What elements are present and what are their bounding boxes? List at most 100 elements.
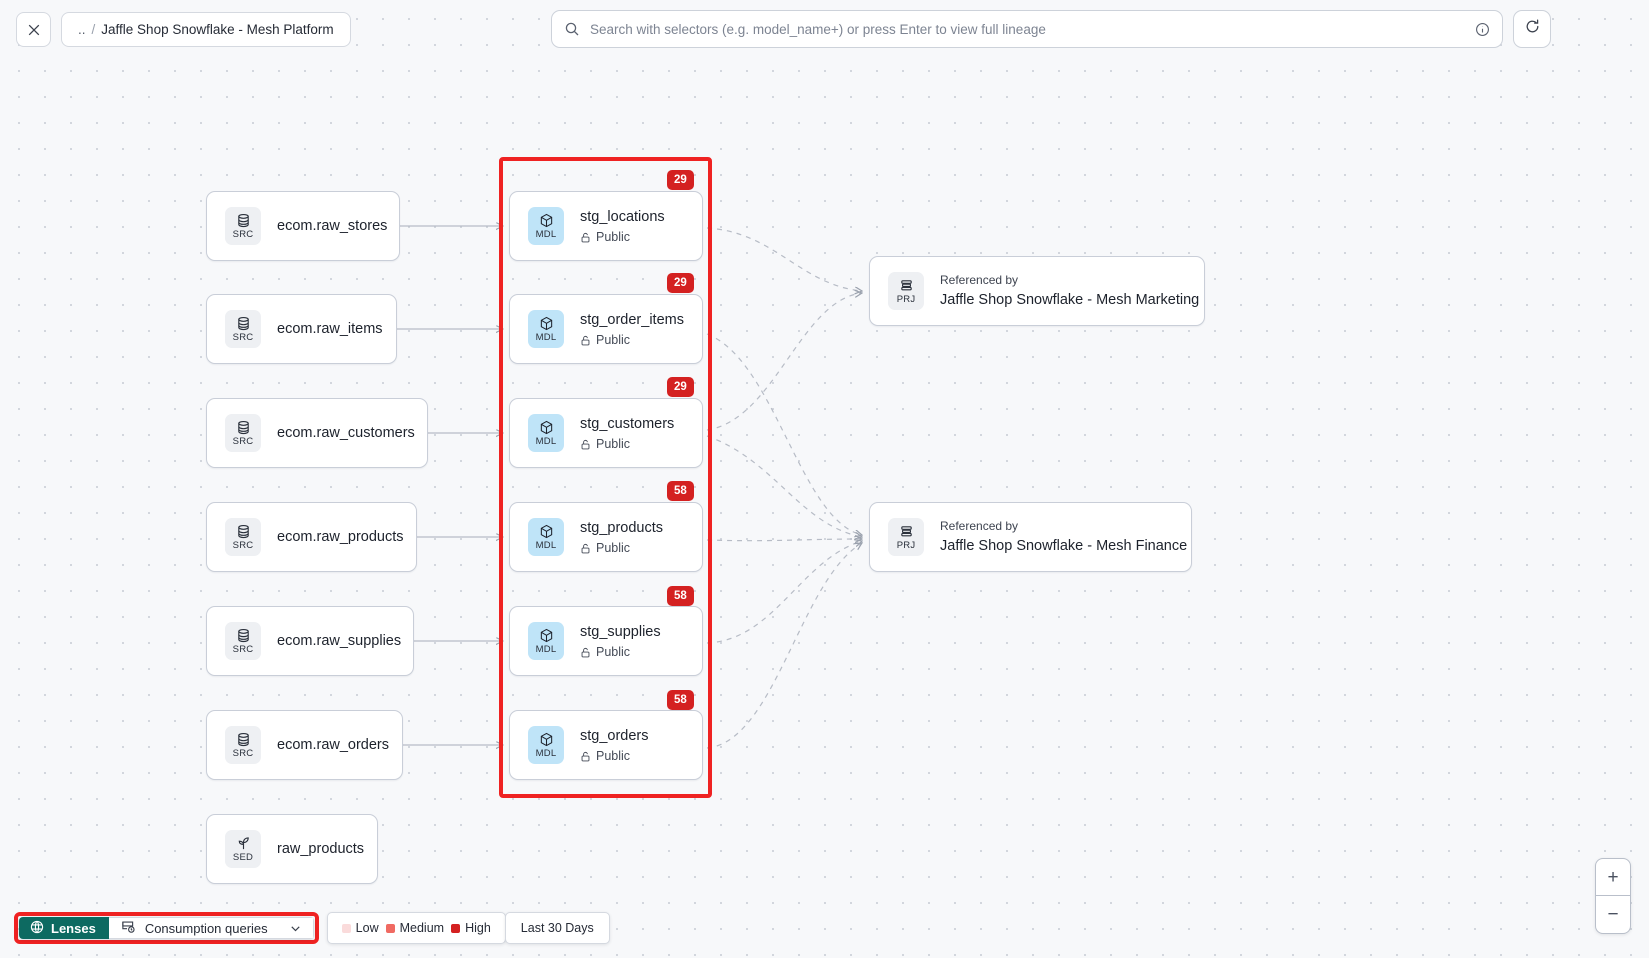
node-title: stg_customers — [580, 415, 675, 432]
zoom-controls: + − — [1595, 858, 1631, 934]
lens-icon — [30, 920, 44, 937]
node-model-stg-locations[interactable]: MDL stg_locations Public — [509, 191, 703, 261]
source-chip: SRC — [225, 518, 261, 556]
breadcrumb-up[interactable]: .. — [78, 22, 86, 37]
node-text: Referenced by Jaffle Shop Snowflake - Me… — [940, 519, 1187, 555]
search-bar[interactable] — [551, 10, 1503, 48]
node-title: ecom.raw_products — [277, 528, 404, 545]
node-source-raw-stores[interactable]: SRC ecom.raw_stores — [206, 191, 400, 261]
model-chip: MDL — [528, 207, 564, 245]
lenses-control-group: Lenses Consumption queries — [19, 917, 314, 939]
node-model-stg-supplies[interactable]: MDL stg_supplies Public — [509, 606, 703, 676]
access-label: Public — [596, 749, 631, 764]
legend-label-medium: Medium — [399, 921, 445, 935]
node-title: Jaffle Shop Snowflake - Mesh Marketing — [940, 291, 1200, 308]
lock-open-icon — [580, 335, 591, 346]
model-chip: MDL — [528, 414, 564, 452]
seed-chip-label: SED — [232, 851, 254, 863]
legend-swatch-low — [341, 923, 351, 933]
node-title: Jaffle Shop Snowflake - Mesh Finance — [940, 537, 1188, 554]
search-icon — [564, 21, 580, 37]
node-source-raw-orders[interactable]: SRC ecom.raw_orders — [206, 710, 403, 780]
node-source-raw-items[interactable]: SRC ecom.raw_items — [206, 294, 397, 364]
zoom-out-button[interactable]: − — [1607, 904, 1619, 925]
lock-open-icon — [580, 232, 591, 243]
search-input[interactable] — [590, 21, 1475, 37]
node-title: stg_locations — [580, 208, 665, 225]
chevron-down-icon[interactable] — [289, 922, 302, 935]
node-access: Public — [580, 749, 649, 763]
lock-open-icon — [580, 543, 591, 554]
node-project-mesh-marketing[interactable]: PRJ Referenced by Jaffle Shop Snowflake … — [869, 256, 1205, 326]
node-text: stg_customers Public — [580, 415, 674, 451]
refresh-button[interactable] — [1513, 10, 1551, 48]
lock-open-icon — [580, 439, 591, 450]
node-model-stg-products[interactable]: MDL stg_products Public — [509, 502, 703, 572]
node-project-mesh-finance[interactable]: PRJ Referenced by Jaffle Shop Snowflake … — [869, 502, 1192, 572]
node-text: ecom.raw_customers — [277, 424, 415, 442]
legend-item-medium: Medium — [385, 921, 445, 935]
node-title: ecom.raw_supplies — [277, 632, 402, 649]
node-title: ecom.raw_orders — [277, 736, 390, 753]
node-text: ecom.raw_orders — [277, 736, 389, 754]
lenses-highlight-box: Lenses Consumption queries — [14, 912, 319, 944]
node-text: stg_order_items Public — [580, 311, 684, 347]
node-access: Public — [580, 541, 663, 555]
close-button[interactable] — [16, 12, 51, 47]
node-title: stg_supplies — [580, 623, 661, 640]
source-chip-label: SRC — [232, 228, 254, 240]
node-access: Public — [580, 333, 684, 347]
legend-swatch-high — [451, 923, 461, 933]
node-access: Public — [580, 230, 665, 244]
node-model-stg-orders[interactable]: MDL stg_orders Public — [509, 710, 703, 780]
node-model-stg-order-items[interactable]: MDL stg_order_items Public — [509, 294, 703, 364]
legend-item-high: High — [451, 921, 491, 935]
node-text: raw_products — [277, 840, 364, 858]
access-label: Public — [596, 230, 631, 245]
node-text: stg_locations Public — [580, 208, 665, 244]
node-source-raw-supplies[interactable]: SRC ecom.raw_supplies — [206, 606, 414, 676]
node-access: Public — [580, 437, 674, 451]
breadcrumb-separator: / — [91, 22, 96, 37]
legend-label-low: Low — [355, 921, 379, 935]
breadcrumb-label[interactable]: Jaffle Shop Snowflake - Mesh Platform — [101, 22, 334, 37]
node-seed-raw-products[interactable]: SED raw_products — [206, 814, 378, 884]
info-circle-icon[interactable] — [1475, 22, 1490, 37]
node-text: stg_supplies Public — [580, 623, 661, 659]
source-chip-label: SRC — [232, 643, 254, 655]
date-range-button[interactable]: Last 30 Days — [504, 912, 610, 944]
node-kicker: Referenced by — [940, 273, 1019, 288]
zoom-in-button[interactable]: + — [1596, 859, 1630, 896]
project-chip: PRJ — [888, 272, 924, 310]
lenses-label: Lenses — [51, 920, 96, 936]
lenses-selector[interactable]: Consumption queries — [108, 917, 314, 939]
node-badge-stg-supplies: 58 — [667, 586, 694, 607]
model-chip: MDL — [528, 310, 564, 348]
model-chip-label: MDL — [535, 539, 557, 551]
node-title: stg_products — [580, 519, 664, 536]
node-source-raw-customers[interactable]: SRC ecom.raw_customers — [206, 398, 428, 468]
node-model-stg-customers[interactable]: MDL stg_customers Public — [509, 398, 703, 468]
source-chip: SRC — [225, 207, 261, 245]
node-title: ecom.raw_stores — [277, 217, 388, 234]
query-icon — [121, 919, 136, 937]
node-source-raw-products[interactable]: SRC ecom.raw_products — [206, 502, 417, 572]
seed-chip: SED — [225, 830, 261, 868]
source-chip: SRC — [225, 726, 261, 764]
node-badge-stg-products: 58 — [667, 481, 694, 502]
model-chip-label: MDL — [535, 643, 557, 655]
node-badge-stg-order-items: 29 — [667, 273, 694, 294]
source-chip: SRC — [225, 622, 261, 660]
model-chip-label: MDL — [535, 228, 557, 240]
node-text: stg_orders Public — [580, 727, 649, 763]
node-text: ecom.raw_products — [277, 528, 404, 546]
node-text: ecom.raw_supplies — [277, 632, 401, 650]
model-chip: MDL — [528, 622, 564, 660]
access-label: Public — [596, 333, 631, 348]
node-title: stg_orders — [580, 727, 649, 744]
node-text: ecom.raw_stores — [277, 217, 387, 235]
lenses-button[interactable]: Lenses — [19, 917, 109, 939]
breadcrumb[interactable]: .. / Jaffle Shop Snowflake - Mesh Platfo… — [61, 12, 351, 47]
model-chip: MDL — [528, 518, 564, 556]
node-access: Public — [580, 645, 661, 659]
